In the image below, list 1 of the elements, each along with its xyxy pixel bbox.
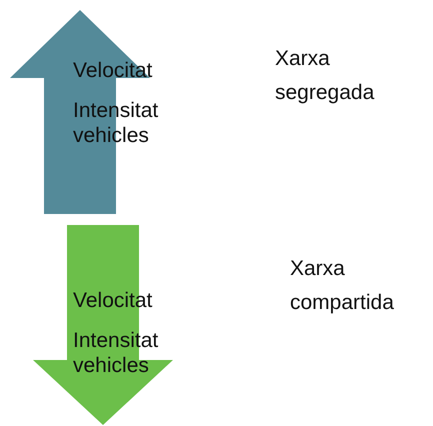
side-label: Xarxa segregada <box>275 46 375 106</box>
